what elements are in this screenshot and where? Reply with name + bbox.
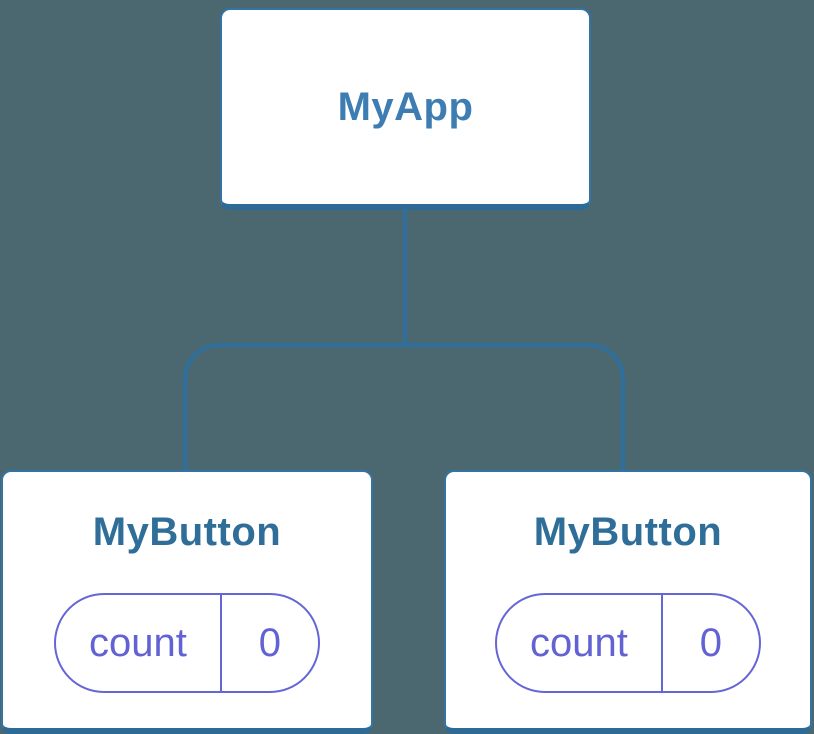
connector-bracket bbox=[183, 343, 625, 470]
node-label: MyApp bbox=[337, 84, 474, 129]
tree-node-myapp: MyApp bbox=[220, 8, 591, 210]
node-label: MyButton bbox=[533, 510, 723, 554]
state-key: count bbox=[497, 595, 663, 691]
state-pill: count 0 bbox=[495, 593, 761, 693]
node-label: MyButton bbox=[92, 510, 282, 554]
state-pill: count 0 bbox=[54, 593, 320, 693]
state-key: count bbox=[56, 595, 222, 691]
tree-node-mybutton-left: MyButton count 0 bbox=[1, 470, 373, 734]
state-value: 0 bbox=[258, 620, 282, 665]
tree-node-mybutton-right: MyButton count 0 bbox=[444, 470, 812, 734]
state-value: 0 bbox=[699, 620, 723, 665]
connector-stem bbox=[403, 209, 407, 345]
